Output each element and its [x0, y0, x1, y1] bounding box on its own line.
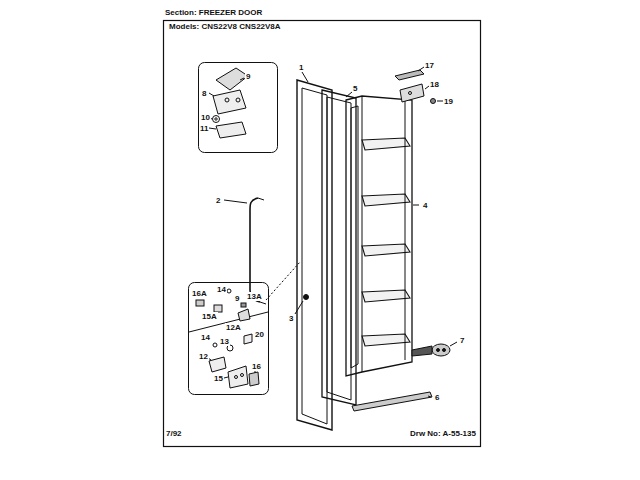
callout-number: 15A — [201, 312, 218, 321]
callout-number: 18 — [429, 80, 440, 89]
callout-number: 17 — [424, 61, 435, 70]
callout-number: 10 — [200, 113, 211, 122]
callout-number: 13 — [219, 337, 230, 346]
callout-number: 11 — [199, 124, 209, 133]
callout-number: 3 — [288, 314, 294, 323]
drawing-number: Drw No: A-55-135 — [409, 429, 477, 438]
callout-number: 14 — [200, 333, 211, 342]
callout-number: 2 — [215, 196, 221, 205]
callout-number: 7 — [459, 336, 465, 345]
callout-number: 8 — [201, 89, 207, 98]
callout-number: 4 — [422, 201, 428, 210]
model-line: Models: CNS22V8 CNS22V8A — [168, 22, 282, 31]
callout-number: 14 — [216, 285, 227, 294]
date-note: 7/92 — [165, 429, 183, 438]
callout-number: 19 — [443, 97, 454, 106]
callout-number: 12A — [225, 323, 242, 332]
callout-number: 1 — [298, 63, 304, 72]
callout-number: 12 — [198, 352, 209, 361]
callout-number: 6 — [434, 393, 440, 402]
callout-number: 20 — [254, 330, 265, 339]
callout-number: 13A — [246, 292, 263, 301]
callout-number: 9 — [245, 72, 251, 81]
callout-number: 16A — [191, 289, 208, 298]
callout-number: 9 — [234, 294, 240, 303]
callout-number: 16 — [251, 362, 262, 371]
section-title: Section: FREEZER DOOR — [164, 8, 263, 17]
callout-number: 15 — [213, 374, 224, 383]
callout-number: 5 — [352, 84, 358, 93]
